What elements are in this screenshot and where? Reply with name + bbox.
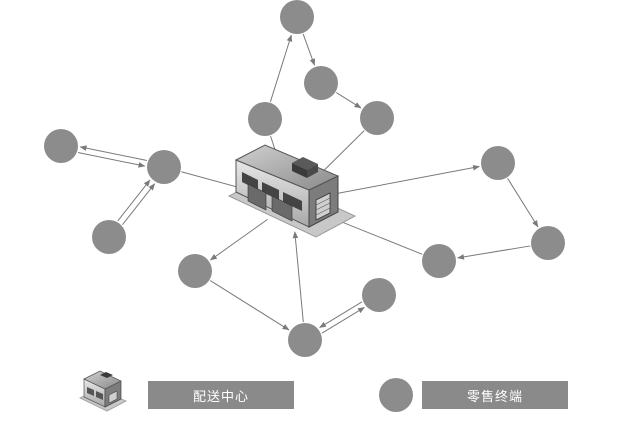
distribution-center-legend-icon xyxy=(79,370,127,412)
distribution-center-legend-label: 配送中心 xyxy=(148,381,294,409)
edge-r4-to-r1 xyxy=(269,34,293,102)
edge-r7-to-r6 xyxy=(122,183,156,226)
retail-terminal-node-r7 xyxy=(92,220,126,254)
edge-r9-to-r10 xyxy=(457,245,531,260)
distribution-center-building xyxy=(227,144,357,238)
nodes-layer xyxy=(44,0,565,357)
retail-terminal-node-r4 xyxy=(248,102,282,136)
retail-terminal-node-r9 xyxy=(531,226,565,260)
retail-terminal-node-r1 xyxy=(280,0,314,34)
edge-r6-to-r5 xyxy=(79,145,148,161)
edge-r8-to-r9 xyxy=(507,177,539,228)
edge-r12-to-r13 xyxy=(321,307,365,334)
edge-r1-to-r2 xyxy=(302,33,315,66)
retail-terminal-node-r6 xyxy=(147,150,181,184)
retail-terminal-legend-label: 零售终端 xyxy=(422,381,568,409)
retail-terminal-node-r2 xyxy=(304,66,338,100)
edge-dc-to-r8 xyxy=(321,164,481,197)
retail-terminal-legend-icon xyxy=(379,378,413,412)
edge-r5-to-r6 xyxy=(77,152,146,168)
edge-r13-to-r12 xyxy=(319,301,363,328)
edge-r2-to-r3 xyxy=(335,92,362,109)
retail-terminal-node-r13 xyxy=(362,278,396,312)
retail-terminal-node-r8 xyxy=(481,146,515,180)
retail-terminal-node-r10 xyxy=(422,244,456,278)
edge-dc-to-r11 xyxy=(209,218,268,261)
edge-r12-to-dc xyxy=(292,231,304,323)
retail-terminal-node-r12 xyxy=(288,323,322,357)
retail-terminal-node-r5 xyxy=(44,129,78,163)
retail-terminal-node-r11 xyxy=(178,254,212,288)
edge-r11-to-r12 xyxy=(209,280,290,331)
edge-r7-to-r6 xyxy=(117,179,151,222)
retail-terminal-node-r3 xyxy=(360,101,394,135)
